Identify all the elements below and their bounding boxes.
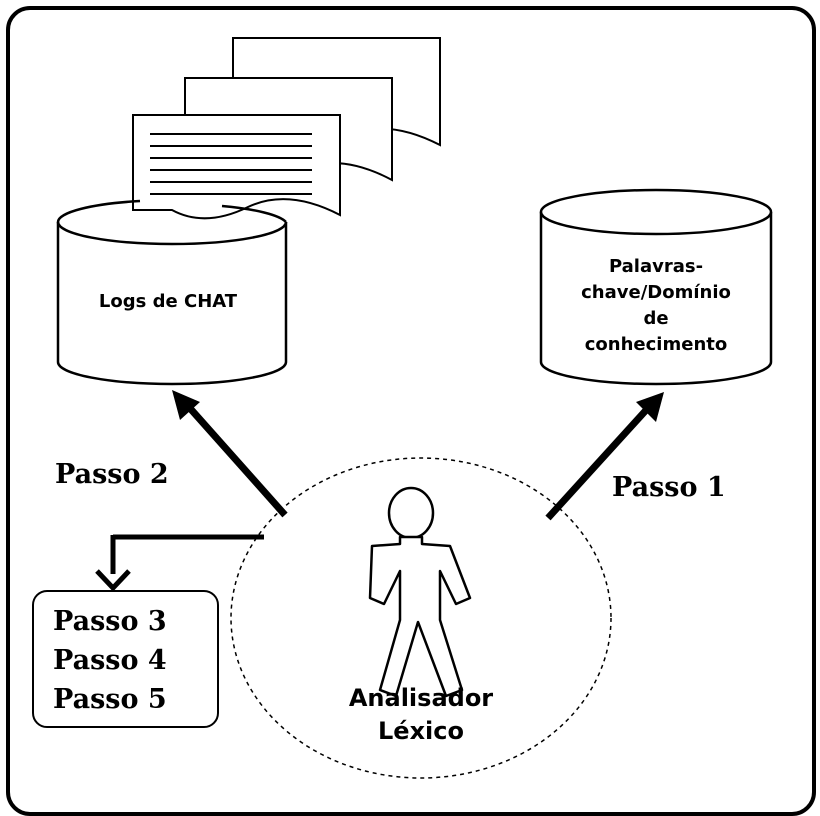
actor-label-1: Analisador: [349, 684, 493, 712]
keywords-db-label-2: chave/Domínio: [581, 282, 731, 303]
steps-box: [32, 590, 219, 728]
keywords-db-label-4: conhecimento: [585, 334, 727, 355]
chat-logs-db-top-front: [56, 221, 288, 246]
passo-2-label: Passo 2: [55, 459, 169, 490]
chat-logs-db-top-back: [56, 199, 141, 223]
keywords-db-top: [539, 188, 773, 236]
passo-5-label: Passo 5: [53, 684, 167, 715]
actor-person-icon: [368, 486, 472, 698]
steps-elbow-arrow: [95, 534, 264, 592]
chat-logs-db-label: Logs de CHAT: [99, 291, 238, 312]
keywords-database: Palavras- chave/Domínio de conhecimento: [539, 188, 773, 386]
actor-head: [387, 486, 435, 540]
document-front: [132, 114, 341, 220]
chat-logs-db-body: [56, 222, 288, 386]
actor-label-2: Léxico: [378, 717, 464, 745]
outer-frame: [6, 6, 816, 816]
passo-3-label: Passo 3: [53, 606, 167, 637]
keywords-db-body: [539, 212, 773, 386]
passo-4-label: Passo 4: [53, 645, 167, 676]
passo-2-arrow: [172, 390, 288, 518]
keywords-db-label-1: Palavras-: [609, 256, 703, 277]
chat-logs-database: Logs de CHAT: [56, 199, 288, 386]
actor-boundary: [230, 457, 612, 779]
document-stack-icon: [132, 37, 441, 220]
passo-1-arrow: [545, 392, 664, 521]
actor-body: [368, 535, 472, 698]
keywords-db-label-3: de: [643, 308, 668, 329]
document-text-lines: [150, 133, 312, 195]
chat-logs-db-top-back-right: [221, 204, 287, 223]
passo-1-label: Passo 1: [612, 472, 726, 503]
